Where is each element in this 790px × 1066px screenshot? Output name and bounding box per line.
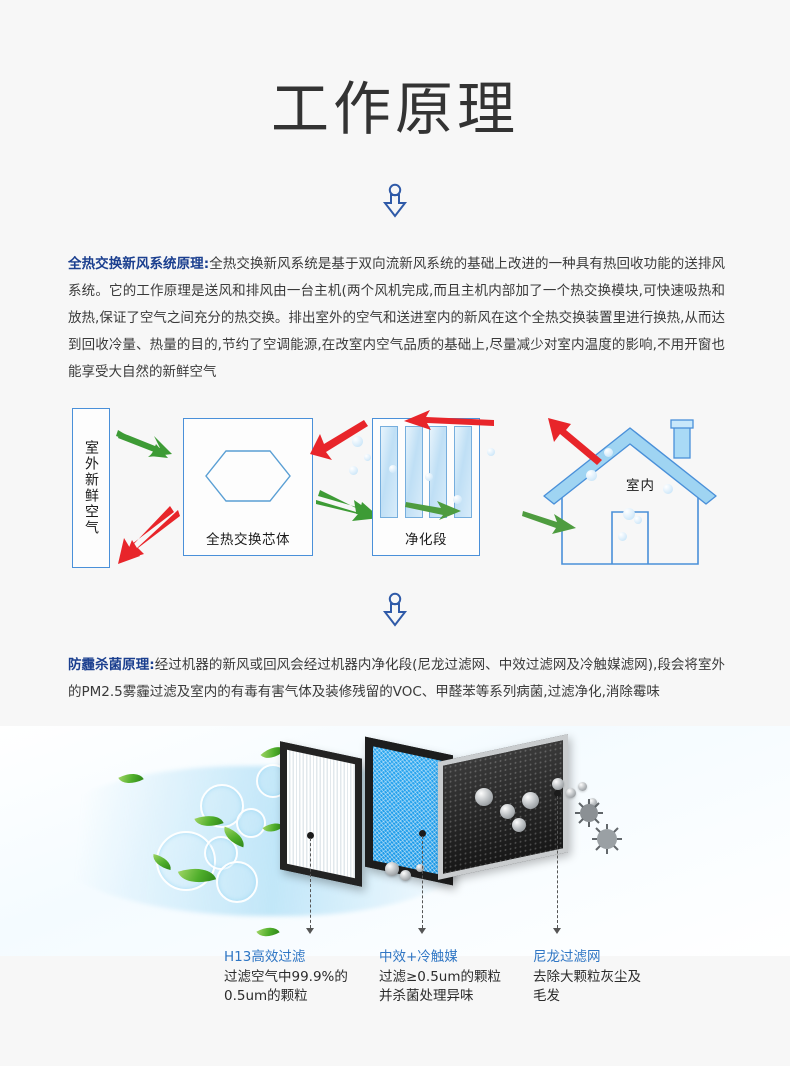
filter-fin bbox=[404, 426, 423, 518]
air-bubble bbox=[663, 484, 673, 494]
outdoor-core-arrows bbox=[116, 430, 180, 564]
cold-catalyst-filter-media bbox=[373, 746, 445, 876]
air-bubble bbox=[586, 470, 597, 481]
supply-arrow-icon bbox=[116, 430, 172, 458]
virus-icon bbox=[592, 824, 622, 854]
germ-particle-icon bbox=[475, 788, 493, 806]
callout-hepa: H13高效过滤 过滤空气中99.9%的 0.5um的颗粒 bbox=[224, 948, 384, 1006]
heat-exchange-core-box: 全热交换芯体 bbox=[183, 418, 313, 556]
air-bubble bbox=[349, 466, 358, 475]
air-bubble bbox=[618, 532, 627, 541]
callout-anchor-dot bbox=[307, 832, 314, 839]
air-bubble bbox=[604, 448, 613, 457]
purification-section-box: 净化段 bbox=[372, 418, 480, 556]
dust-particle-icon bbox=[416, 864, 424, 872]
callout-cold-catalyst: 中效+冷触媒 过滤≥0.5um的颗粒 并杀菌处理异味 bbox=[379, 948, 539, 1006]
air-bubble bbox=[487, 448, 495, 456]
bubble-ring bbox=[200, 784, 244, 828]
bubble-ring bbox=[216, 861, 258, 903]
paragraph-1-lead: 全热交换新风系统原理: bbox=[68, 256, 210, 272]
supply-arrow-icon-2 bbox=[316, 490, 380, 521]
callout-leader-line bbox=[557, 796, 558, 928]
outdoor-air-box: 室外新鲜空气 bbox=[72, 408, 110, 568]
purification-section-label: 净化段 bbox=[405, 532, 447, 548]
callout-leader-tip bbox=[418, 928, 426, 934]
callout-hepa-title: H13高效过滤 bbox=[224, 949, 306, 965]
filter-photo-scene bbox=[0, 726, 790, 956]
core-purify-arrows bbox=[310, 420, 380, 521]
down-arrow-icon bbox=[382, 592, 408, 627]
indoor-house: 室内 bbox=[530, 412, 730, 572]
callout-leader-line bbox=[422, 836, 423, 928]
air-bubble bbox=[425, 473, 433, 481]
virus-icon bbox=[575, 799, 603, 827]
callout-cold-catalyst-description: 过滤≥0.5um的颗粒 并杀菌处理异味 bbox=[379, 969, 501, 1004]
callout-nylon-mesh: 尼龙过滤网 去除大颗粒灰尘及 毛发 bbox=[533, 948, 693, 1006]
paragraph-1-body: 全热交换新风系统是基于双向流新风系统的基础上改进的一种具有热回收功能的送排风系统… bbox=[68, 256, 726, 380]
paragraph-2-body: 经过机器的新风或回风会经过机器内净化段(尼龙过滤网、中效过滤网及冷触媒滤网),段… bbox=[68, 657, 725, 700]
bubble-ring bbox=[236, 808, 266, 838]
filter-callouts: H13高效过滤 过滤空气中99.9%的 0.5um的颗粒 中效+冷触媒 过滤≥0… bbox=[0, 930, 790, 1040]
hepa-filter bbox=[280, 741, 362, 887]
germ-particle-icon bbox=[566, 788, 576, 798]
principle-paragraph-1: 全热交换新风系统原理:全热交换新风系统是基于双向流新风系统的基础上改进的一种具有… bbox=[68, 251, 725, 386]
air-bubble bbox=[364, 454, 371, 461]
germ-particle-icon bbox=[588, 798, 597, 807]
callout-leader-line bbox=[310, 838, 311, 928]
air-bubble bbox=[623, 508, 635, 520]
callout-anchor-dot bbox=[554, 790, 561, 797]
dust-particle-icon bbox=[400, 870, 411, 881]
air-bubble bbox=[389, 465, 397, 473]
heat-exchange-diagram: 室外新鲜空气 全热交换芯体 bbox=[0, 398, 790, 583]
hexagon-core-icon bbox=[205, 450, 291, 502]
callout-cold-catalyst-title: 中效+冷触媒 bbox=[379, 949, 458, 965]
germ-particle-icon bbox=[512, 818, 526, 832]
callout-hepa-description: 过滤空气中99.9%的 0.5um的颗粒 bbox=[224, 969, 348, 1004]
paragraph-2-lead: 防霾杀菌原理: bbox=[68, 657, 155, 673]
air-bubble bbox=[352, 436, 363, 447]
house-exhaust-arrow bbox=[548, 418, 602, 465]
callout-nylon-mesh-description: 去除大颗粒灰尘及 毛发 bbox=[533, 969, 641, 1004]
hepa-filter-media bbox=[287, 749, 355, 879]
principle-paragraph-2: 防霾杀菌原理:经过机器的新风或回风会经过机器内净化段(尼龙过滤网、中效过滤网及冷… bbox=[68, 652, 725, 706]
callout-nylon-mesh-title: 尼龙过滤网 bbox=[533, 949, 601, 965]
filter-fin bbox=[429, 426, 448, 518]
house-supply-arrow bbox=[522, 511, 576, 534]
germ-particle-icon bbox=[578, 782, 587, 791]
section-separator-2 bbox=[0, 589, 790, 635]
germ-particle-icon bbox=[500, 804, 515, 819]
germ-particle-icon bbox=[552, 778, 564, 790]
filter-fin bbox=[380, 426, 398, 518]
callout-leader-tip bbox=[553, 928, 561, 934]
heat-exchange-core-label: 全热交换芯体 bbox=[206, 532, 290, 548]
air-bubble bbox=[453, 495, 462, 504]
callout-anchor-dot bbox=[419, 830, 426, 837]
down-arrow-icon bbox=[382, 183, 408, 218]
dust-particle-icon bbox=[385, 862, 399, 876]
germ-particle-icon bbox=[522, 792, 539, 809]
outdoor-air-label: 室外新鲜空气 bbox=[83, 440, 99, 536]
section-separator-1 bbox=[0, 180, 790, 226]
exhaust-arrow-icon-2 bbox=[310, 420, 368, 460]
purify-supply-arrow bbox=[405, 501, 461, 520]
exhaust-arrow-icon bbox=[118, 506, 180, 564]
page-title: 工作原理 bbox=[270, 75, 519, 143]
callout-leader-tip bbox=[306, 928, 314, 934]
air-bubble bbox=[634, 516, 642, 524]
indoor-label: 室内 bbox=[626, 478, 655, 494]
purify-exhaust-arrow bbox=[404, 410, 494, 430]
